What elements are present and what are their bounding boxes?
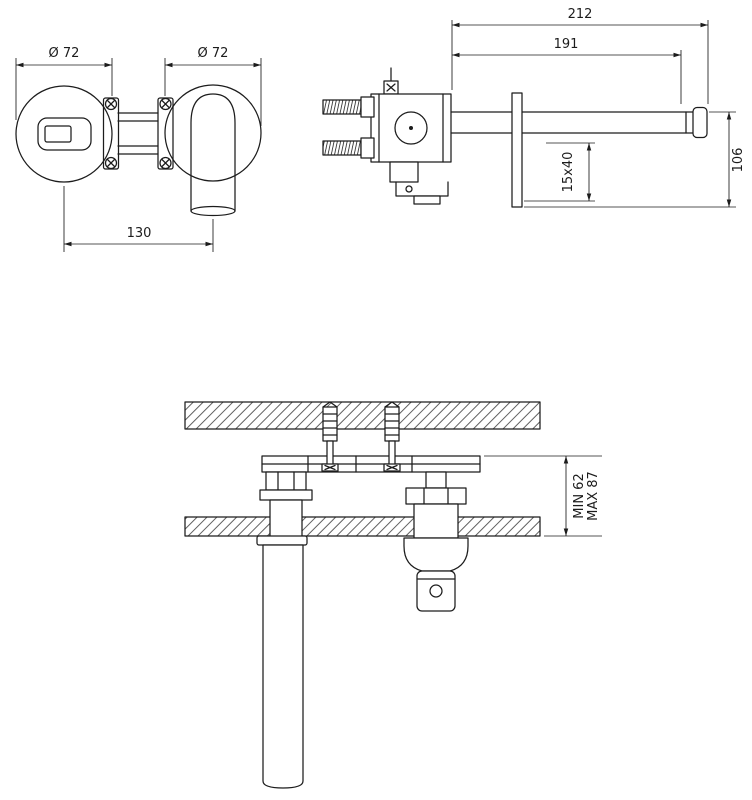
mounting-bracket-right (157, 97, 174, 170)
installation-section: MIN 62 MAX 87 (184, 401, 602, 789)
dim-height-label: 106 (731, 148, 746, 173)
wall-anchor-right (383, 401, 401, 472)
dim-spout-diameter: Ø 72 (164, 46, 262, 126)
handle-assembly (403, 537, 469, 612)
dim-overall-projection: 212 (451, 7, 709, 104)
spout-side (450, 106, 708, 139)
handle-escutcheon (15, 85, 113, 183)
bracket-screw-icon (104, 156, 118, 170)
spout-front (190, 93, 236, 217)
side-view: 212 191 106 15x40 (322, 7, 746, 208)
dim-recess-depth-max-label: MAX 87 (586, 471, 601, 521)
dim-height: 106 (524, 111, 746, 208)
bracket-screw-icon (159, 156, 172, 170)
dim-center-distance-label: 130 (127, 226, 152, 241)
wall-plate (511, 92, 523, 208)
wall-anchor-left (321, 401, 339, 472)
dim-spout-diameter-label: Ø 72 (198, 46, 229, 61)
valve-body (370, 67, 452, 205)
bracket-screw-icon (159, 97, 172, 111)
front-view: Ø 72 Ø 72 130 (15, 46, 262, 252)
dim-recess-depth-min-label: MIN 62 (572, 473, 587, 518)
dim-center-distance: 130 (63, 186, 214, 252)
dim-overall-projection-label: 212 (568, 7, 593, 22)
bracket-screw-icon (104, 97, 118, 111)
dim-wall-slot: 15x40 (524, 142, 595, 202)
mounting-bracket-left (102, 97, 120, 170)
mounting-rail (261, 455, 481, 473)
spout-drop-tube (262, 544, 304, 789)
wall-section-front (184, 516, 541, 537)
wall-section-back (184, 401, 541, 430)
dim-recess-depth: MIN 62 MAX 87 (484, 455, 602, 537)
spout-escutcheon (164, 84, 262, 182)
dim-handle-diameter: Ø 72 (15, 46, 113, 120)
dim-handle-diameter-label: Ø 72 (49, 46, 80, 61)
cartridge-assembly (405, 471, 467, 539)
connection-pipes (117, 112, 159, 155)
dim-spout-projection: 191 (452, 37, 682, 104)
dim-spout-projection-label: 191 (554, 37, 579, 52)
threaded-inlets (322, 96, 375, 159)
spout-connection (256, 471, 313, 546)
dim-wall-slot-label: 15x40 (561, 152, 576, 193)
